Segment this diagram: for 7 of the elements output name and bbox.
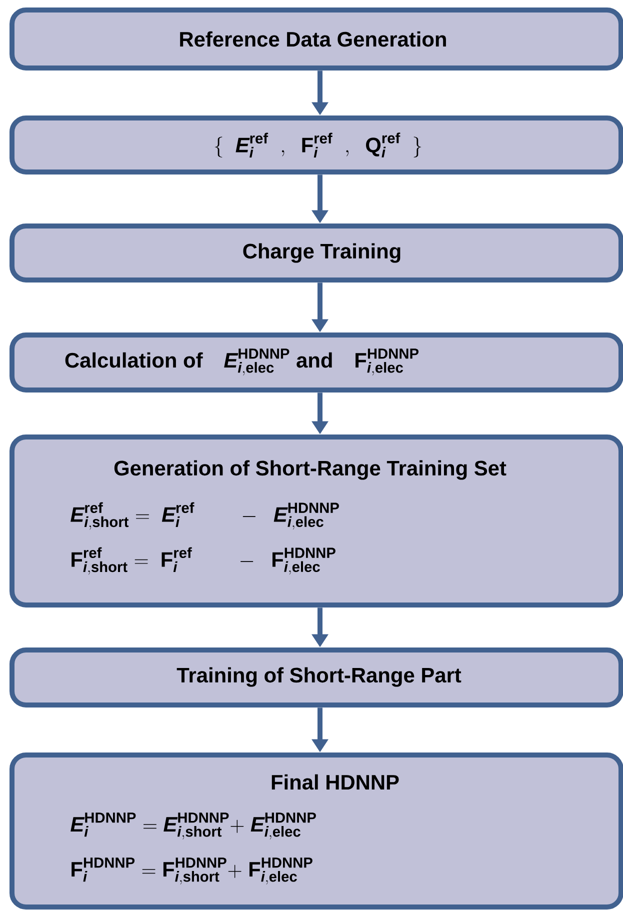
process-box: Final HDNNP $\textit{E}_{\textit{i}}^{\text{HDNNP}}\ \mathbf{=}\ \textit{E}_{\textit{i},\text{short}}^{\text{HDNNP}}\mathbf{+}\ \textit{E}_{\textit{i},\text{elec}}^{\text{HDNNP}}$ $\textbf{F}_{\textit{i}}^{\text{HDNNP}}\ \mathbf{=}\ \textbf{F}_{\textit{i},\text{short}}^{\text{HDNNP}}\mathbf{+}\ \textbf{F}_{\textit{i},\text{elec}}^{\text{HDNNP}}$ — [10, 752, 623, 910]
process-box: Generation of Short-Range Training Set $\textit{E}_{\textit{i},\text{short}}^{\text{ref}}\ \mathbf{=}\ \ \textit{E}_{\textit{i}}^{\text{ref}}\qquad -\ \ \textit{E}_{\textit{i},\text{elec}}^{\text{HDNNP}}$ $\textbf{F}_{\textit{i},\text{short}}^{\text{ref}}\ \mathbf{=}\ \ \textbf{F}_{\textit{i}}^{\text{ref}}\qquad -\ \ \textbf{F}_{\textit{i},\text{elec}}^{\text{HDNNP}}$ — [10, 434, 623, 608]
process-box: Reference Data Generation — [10, 8, 623, 70]
process-box: $\{\ \ \textit{E}_{\textit{i}}^{\text{ref}}\ \ ,\ \ \textbf{F}_{\textit{i}}^{\text{ref}}\ \ ,\ \ \textbf{Q}_{\textit{i}}^{\text{ref}}\ \ \}$ — [10, 116, 623, 174]
process-box: Training of Short-Range Part — [10, 648, 623, 708]
process-box: Charge Training — [10, 224, 623, 282]
process-box: $\textbf{Calculation of}\quad \textit{E}_{\textit{i},\text{elec}}^{\text{HDNNP}}\ \textbf{and}\quad \textbf{F}_{\textit{i},\text{elec}}^{\text{HDNNP}}$ — [10, 332, 623, 392]
